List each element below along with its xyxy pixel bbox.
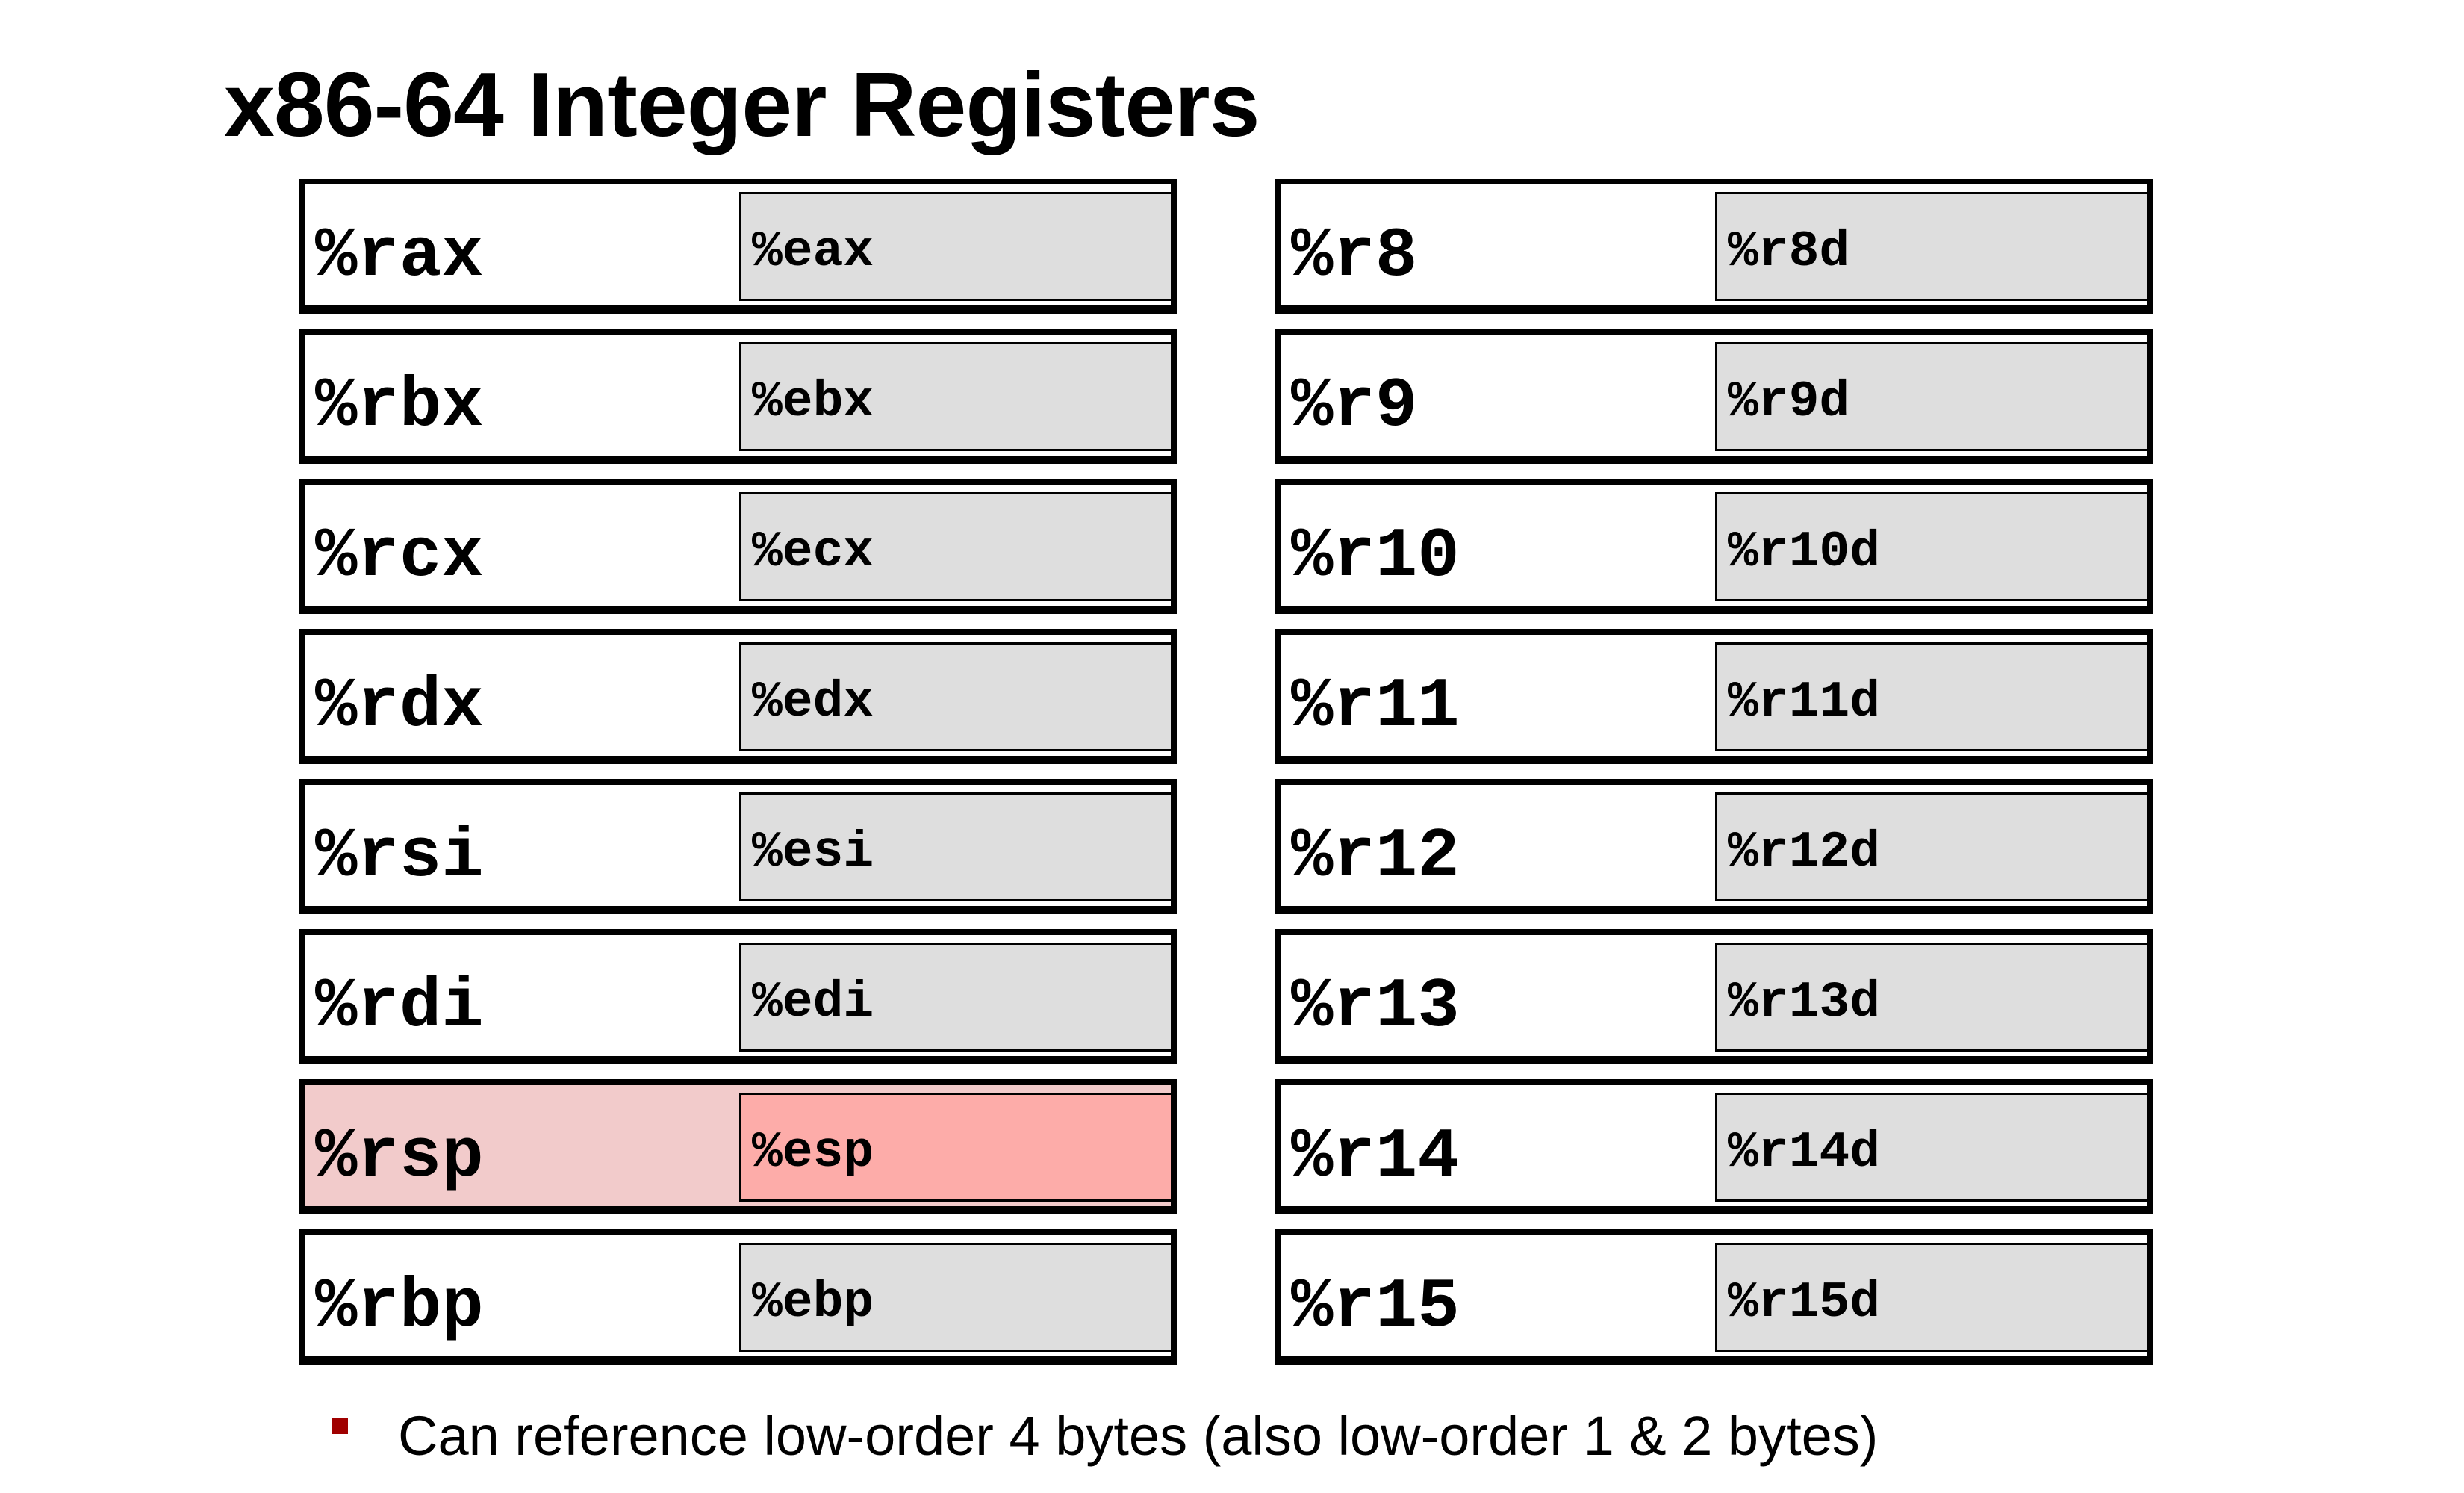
register-box: %r9 %r9d [1275,329,2153,464]
low32-register-name: %r10d [1728,524,1881,581]
register-box: %rcx %ecx [299,479,1177,614]
register-name: %rbx [315,367,484,447]
register-name: %rdi [315,968,484,1047]
register-name: %r13 [1291,968,1460,1047]
low32-register-name: %edx [752,674,874,731]
register-name: %r14 [1291,1118,1460,1197]
register-name: %rbp [315,1268,484,1347]
register-box: %rbp %ebp [299,1229,1177,1365]
low32-register-name: %r9d [1728,373,1850,431]
low32-register-name: %esi [752,824,874,881]
low32-register-box: %r11d [1715,642,2147,751]
low32-register-name: %eax [752,223,874,281]
register-box: %rax %eax [299,179,1177,314]
register-box: %rsi %esi [299,779,1177,914]
register-box: %rdi %edi [299,929,1177,1064]
low32-register-box: %ebp [739,1243,1171,1352]
low32-register-box: %esi [739,792,1171,901]
low32-register-box: %eax [739,192,1171,301]
register-box: %r8 %r8d [1275,179,2153,314]
register-name: %r10 [1291,518,1460,597]
register-name: %rdx [315,668,484,747]
low32-register-box: %r9d [1715,342,2147,451]
low32-register-name: %r14d [1728,1124,1881,1182]
low32-register-box: %r8d [1715,192,2147,301]
low32-register-name: %r8d [1728,223,1850,281]
register-name: %rsi [315,818,484,897]
low32-register-box: %r10d [1715,492,2147,601]
register-box: %rdx %edx [299,629,1177,764]
low32-register-name: %r15d [1728,1274,1881,1332]
low32-register-name: %r13d [1728,974,1881,1031]
register-name: %r11 [1291,668,1460,747]
right-register-column: %r8%r8d%r9%r9d%r10%r10d%r11%r11d%r12%r12… [1275,179,2153,1379]
low32-register-name: %esp [752,1124,874,1182]
low32-register-box: %r13d [1715,943,2147,1052]
low32-register-box: %r12d [1715,792,2147,901]
low32-register-name: %r12d [1728,824,1881,881]
register-box: %rsp %esp [299,1079,1177,1214]
register-box: %r10 %r10d [1275,479,2153,614]
register-box: %r14 %r14d [1275,1079,2153,1214]
register-name: %rax [315,217,484,297]
register-box: %r15 %r15d [1275,1229,2153,1365]
low32-register-box: %r14d [1715,1093,2147,1202]
register-name: %rcx [315,518,484,597]
low32-register-name: %r11d [1728,674,1881,731]
register-box: %r11 %r11d [1275,629,2153,764]
register-name: %r9 [1291,367,1418,447]
low32-register-box: %edi [739,943,1171,1052]
register-name: %r12 [1291,818,1460,897]
register-box: %r13 %r13d [1275,929,2153,1064]
register-name: %r8 [1291,217,1418,297]
register-name: %rsp [315,1118,484,1197]
low32-register-name: %edi [752,974,874,1031]
low32-register-name: %ebp [752,1274,874,1332]
low32-register-box: %edx [739,642,1171,751]
low32-register-box: %ecx [739,492,1171,601]
note-text: Can reference low-order 4 bytes (also lo… [398,1405,1879,1467]
low32-register-box: %r15d [1715,1243,2147,1352]
low32-register-box: %ebx [739,342,1171,451]
low32-register-name: %ecx [752,524,874,581]
register-name: %r15 [1291,1268,1460,1347]
register-box: %r12 %r12d [1275,779,2153,914]
register-box: %rbx %ebx [299,329,1177,464]
square-bullet-icon [332,1418,348,1434]
low32-register-name: %ebx [752,373,874,431]
page-title: x86-64 Integer Registers [224,54,1260,155]
low32-register-box: %esp [739,1093,1171,1202]
left-register-column: %rax %eax %rbx %ebx %rcx %ecx %rdx %edx %rsi %esi… [299,179,1177,1379]
